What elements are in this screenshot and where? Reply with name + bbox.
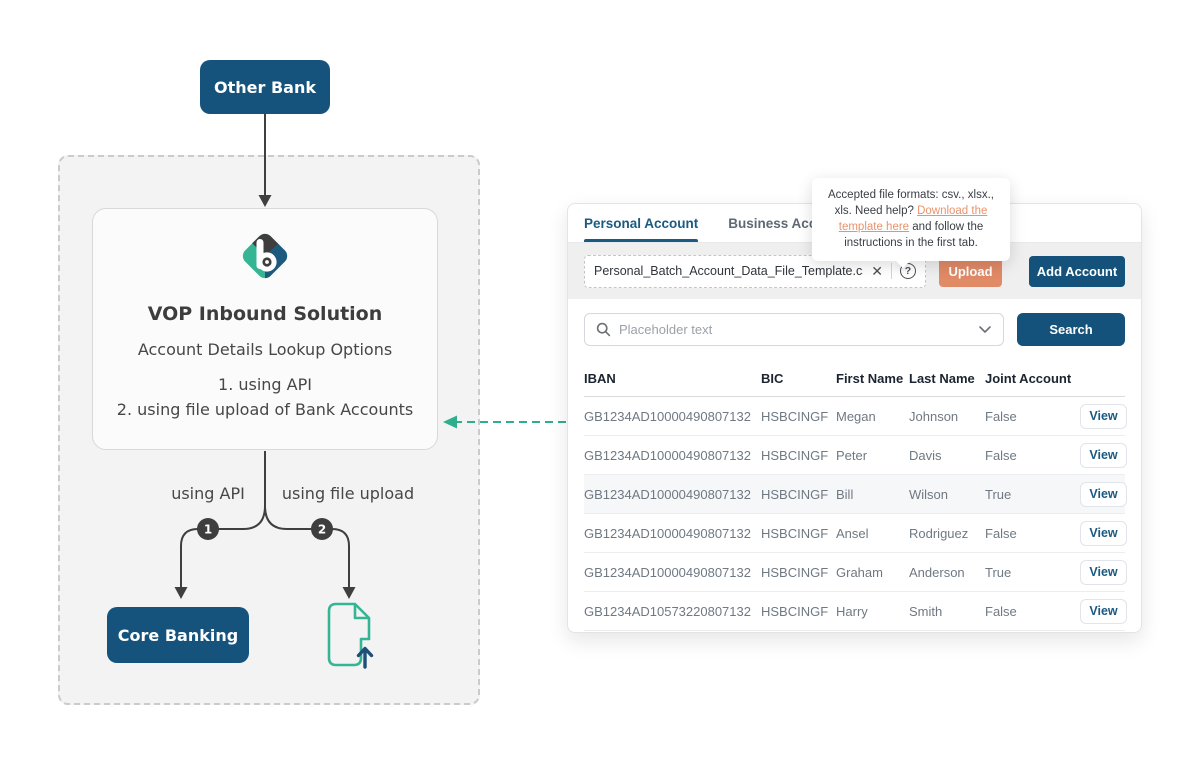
cell-bic: HSBCINGF [761,603,829,619]
cell-first-name: Peter [836,447,868,463]
solution-option-2: 2. using file upload of Bank Accounts [116,400,414,419]
table-row: GB1234AD10000490807132 HSBCINGF Peter Da… [584,436,1127,475]
vop-logo-icon [239,230,291,282]
table-header-row: IBAN BIC First Name Last Name Joint Acco… [584,361,1125,397]
cell-bic: HSBCINGF [761,408,829,424]
table-row: GB1234AD10000490807132 HSBCINGF Ansel Ro… [584,514,1127,553]
cell-joint-account: False [985,603,1017,619]
solution-subtitle: Account Details Lookup Options [137,340,393,359]
cell-joint-account: True [985,486,1012,502]
search-button[interactable]: Search [1017,313,1125,346]
remove-file-icon[interactable]: ✕ [871,263,883,279]
solution-title: VOP Inbound Solution [147,303,383,325]
search-icon [596,322,611,337]
solution-card: VOP Inbound Solution Account Details Loo… [92,208,438,450]
search-input[interactable]: Placeholder text [584,313,1004,346]
file-name: Personal_Batch_Account_Data_File_Templat… [594,264,864,278]
cell-iban: GB1234AD10000490807132 [584,564,751,580]
table-row: GB1234AD10000490807132 HSBCINGF Megan Jo… [584,397,1127,436]
cell-joint-account: False [985,525,1017,541]
cell-last-name: Davis [909,447,942,463]
accounts-table: IBAN BIC First Name Last Name Joint Acco… [584,361,1127,631]
cell-bic: HSBCINGF [761,525,829,541]
cell-first-name: Megan [836,408,876,424]
cell-iban: GB1234AD10573220807132 [584,603,751,619]
cell-last-name: Wilson [909,486,949,502]
cell-joint-account: True [985,564,1012,580]
cell-iban: GB1234AD10000490807132 [584,525,751,541]
cell-last-name: Rodriguez [909,525,969,541]
cell-first-name: Ansel [836,525,869,541]
table-row: GB1234AD10573220807132 HSBCINGF Harry Sm… [584,592,1127,631]
view-button[interactable]: View [1080,598,1127,624]
cell-iban: GB1234AD10000490807132 [584,447,751,463]
header-first-name: First Name [836,371,904,386]
tooltip-text-after: and follow the instructions in the first… [844,221,984,249]
tooltip-text-before: Accepted file formats: csv., xlsx., xls.… [828,189,994,217]
header-last-name: Last Name [909,371,975,386]
cell-last-name: Anderson [909,564,965,580]
cell-last-name: Johnson [909,408,959,424]
cell-first-name: Harry [836,603,868,619]
view-button[interactable]: View [1080,559,1127,585]
tab-personal-account[interactable]: Personal Account [584,204,699,242]
add-account-button[interactable]: Add Account [1029,255,1125,287]
cell-joint-account: False [985,447,1017,463]
cell-bic: HSBCINGF [761,447,829,463]
view-button[interactable]: View [1080,481,1127,507]
cell-bic: HSBCINGF [761,486,829,502]
cell-first-name: Graham [836,564,883,580]
core-banking-node: Core Banking [107,607,249,663]
search-placeholder: Placeholder text [619,322,713,337]
branch-label-using-api: using API [171,484,245,503]
cell-joint-account: False [985,408,1017,424]
cell-iban: GB1234AD10000490807132 [584,408,751,424]
help-icon[interactable]: ? [900,263,916,279]
accounts-table-body: GB1234AD10000490807132 HSBCINGF Megan Jo… [584,397,1127,631]
accounts-panel: Personal Account Business Account Person… [567,203,1142,633]
table-row: GB1234AD10000490807132 HSBCINGF Graham A… [584,553,1127,592]
chevron-down-icon[interactable] [978,325,992,334]
cell-iban: GB1234AD10000490807132 [584,486,751,502]
header-iban: IBAN [584,371,616,386]
search-row: Placeholder text Search [584,313,1125,346]
cell-first-name: Bill [836,486,854,502]
branch-label-using-file-upload: using file upload [281,484,415,503]
view-button[interactable]: View [1080,442,1127,468]
header-bic: BIC [761,371,784,386]
divider [891,263,892,279]
download-template-link[interactable]: Download the template here [838,205,988,233]
upload-tooltip: Accepted file formats: csv., xlsx., xls.… [812,178,1010,269]
table-row: GB1234AD10000490807132 HSBCINGF Bill Wil… [584,475,1127,514]
logo-b-glyph [256,239,277,272]
cell-last-name: Smith [909,603,943,619]
solution-option-1: 1. using API [218,375,312,394]
view-button[interactable]: View [1080,403,1127,429]
cell-bic: HSBCINGF [761,564,829,580]
view-button[interactable]: View [1080,520,1127,546]
header-joint-account: Joint Account [985,371,1072,386]
other-bank-node: Other Bank [200,60,330,114]
upload-strip: Personal_Batch_Account_Data_File_Templat… [568,243,1141,299]
